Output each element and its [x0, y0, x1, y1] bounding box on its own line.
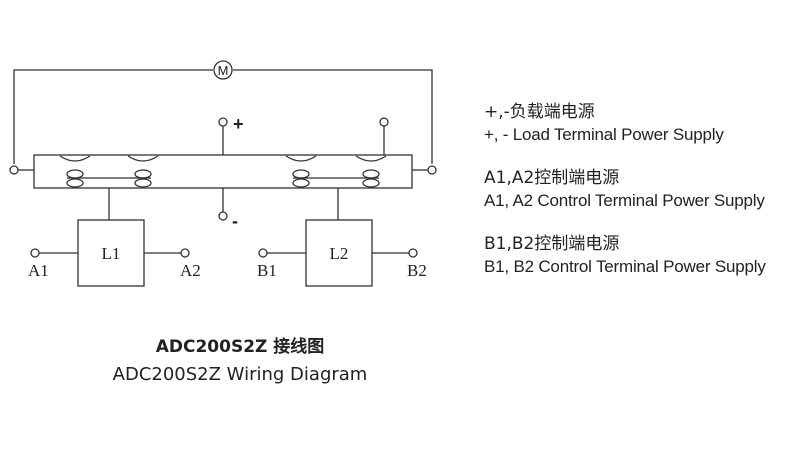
right-loop-terminal	[427, 165, 437, 175]
a1-label: A1	[28, 261, 49, 280]
minus-label: -	[232, 211, 238, 231]
coil2-label: L2	[330, 244, 349, 263]
contact-pair	[134, 169, 152, 188]
legend-cn: A1,A2控制端电源	[484, 168, 620, 188]
plus-terminal	[218, 117, 228, 127]
left-loop-terminal	[9, 165, 19, 175]
b2-terminal	[408, 248, 418, 258]
legend-en: A1, A2 Control Terminal Power Supply	[484, 191, 765, 210]
minus-terminal	[218, 211, 228, 221]
relay-body	[33, 154, 413, 189]
b2-label: B2	[407, 261, 427, 280]
a2-terminal	[180, 248, 190, 258]
legend-a-control-supply: A1,A2控制端电源 A1, A2 Control Terminal Power…	[484, 166, 800, 232]
plus-label: +	[233, 114, 244, 134]
a2-label: A2	[180, 261, 201, 280]
contact-arc	[285, 155, 317, 162]
caption-en: ADC200S2Z Wiring Diagram	[112, 364, 368, 385]
legend-en: B1, B2 Control Terminal Power Supply	[484, 257, 766, 276]
coil1-label: L1	[102, 244, 121, 263]
legend: +,-负载端电源 +, - Load Terminal Power Supply…	[484, 100, 800, 298]
contact-pair	[292, 169, 310, 188]
b1-terminal	[258, 248, 268, 258]
legend-b-control-supply: B1,B2控制端电源 B1, B2 Control Terminal Power…	[484, 232, 800, 298]
contact-arc	[355, 155, 387, 162]
contact-arc	[59, 155, 91, 162]
legend-cn: +,-负载端电源	[484, 102, 595, 122]
motor-loop-wire-right	[233, 69, 433, 164]
motor-label: M	[218, 63, 229, 78]
a1-terminal	[30, 248, 40, 258]
motor-loop-wire	[13, 69, 213, 164]
b1-label: B1	[257, 261, 277, 280]
contact-pair	[362, 169, 380, 188]
top-right-terminal	[379, 117, 389, 127]
caption-cn: ADC200S2Z 接线图	[155, 337, 325, 357]
legend-load-supply: +,-负载端电源 +, - Load Terminal Power Supply	[484, 100, 800, 166]
motor-symbol	[213, 60, 233, 80]
legend-cn: B1,B2控制端电源	[484, 234, 620, 254]
legend-en: +, - Load Terminal Power Supply	[484, 125, 724, 144]
contact-pair	[66, 169, 84, 188]
contact-arc	[127, 155, 159, 162]
